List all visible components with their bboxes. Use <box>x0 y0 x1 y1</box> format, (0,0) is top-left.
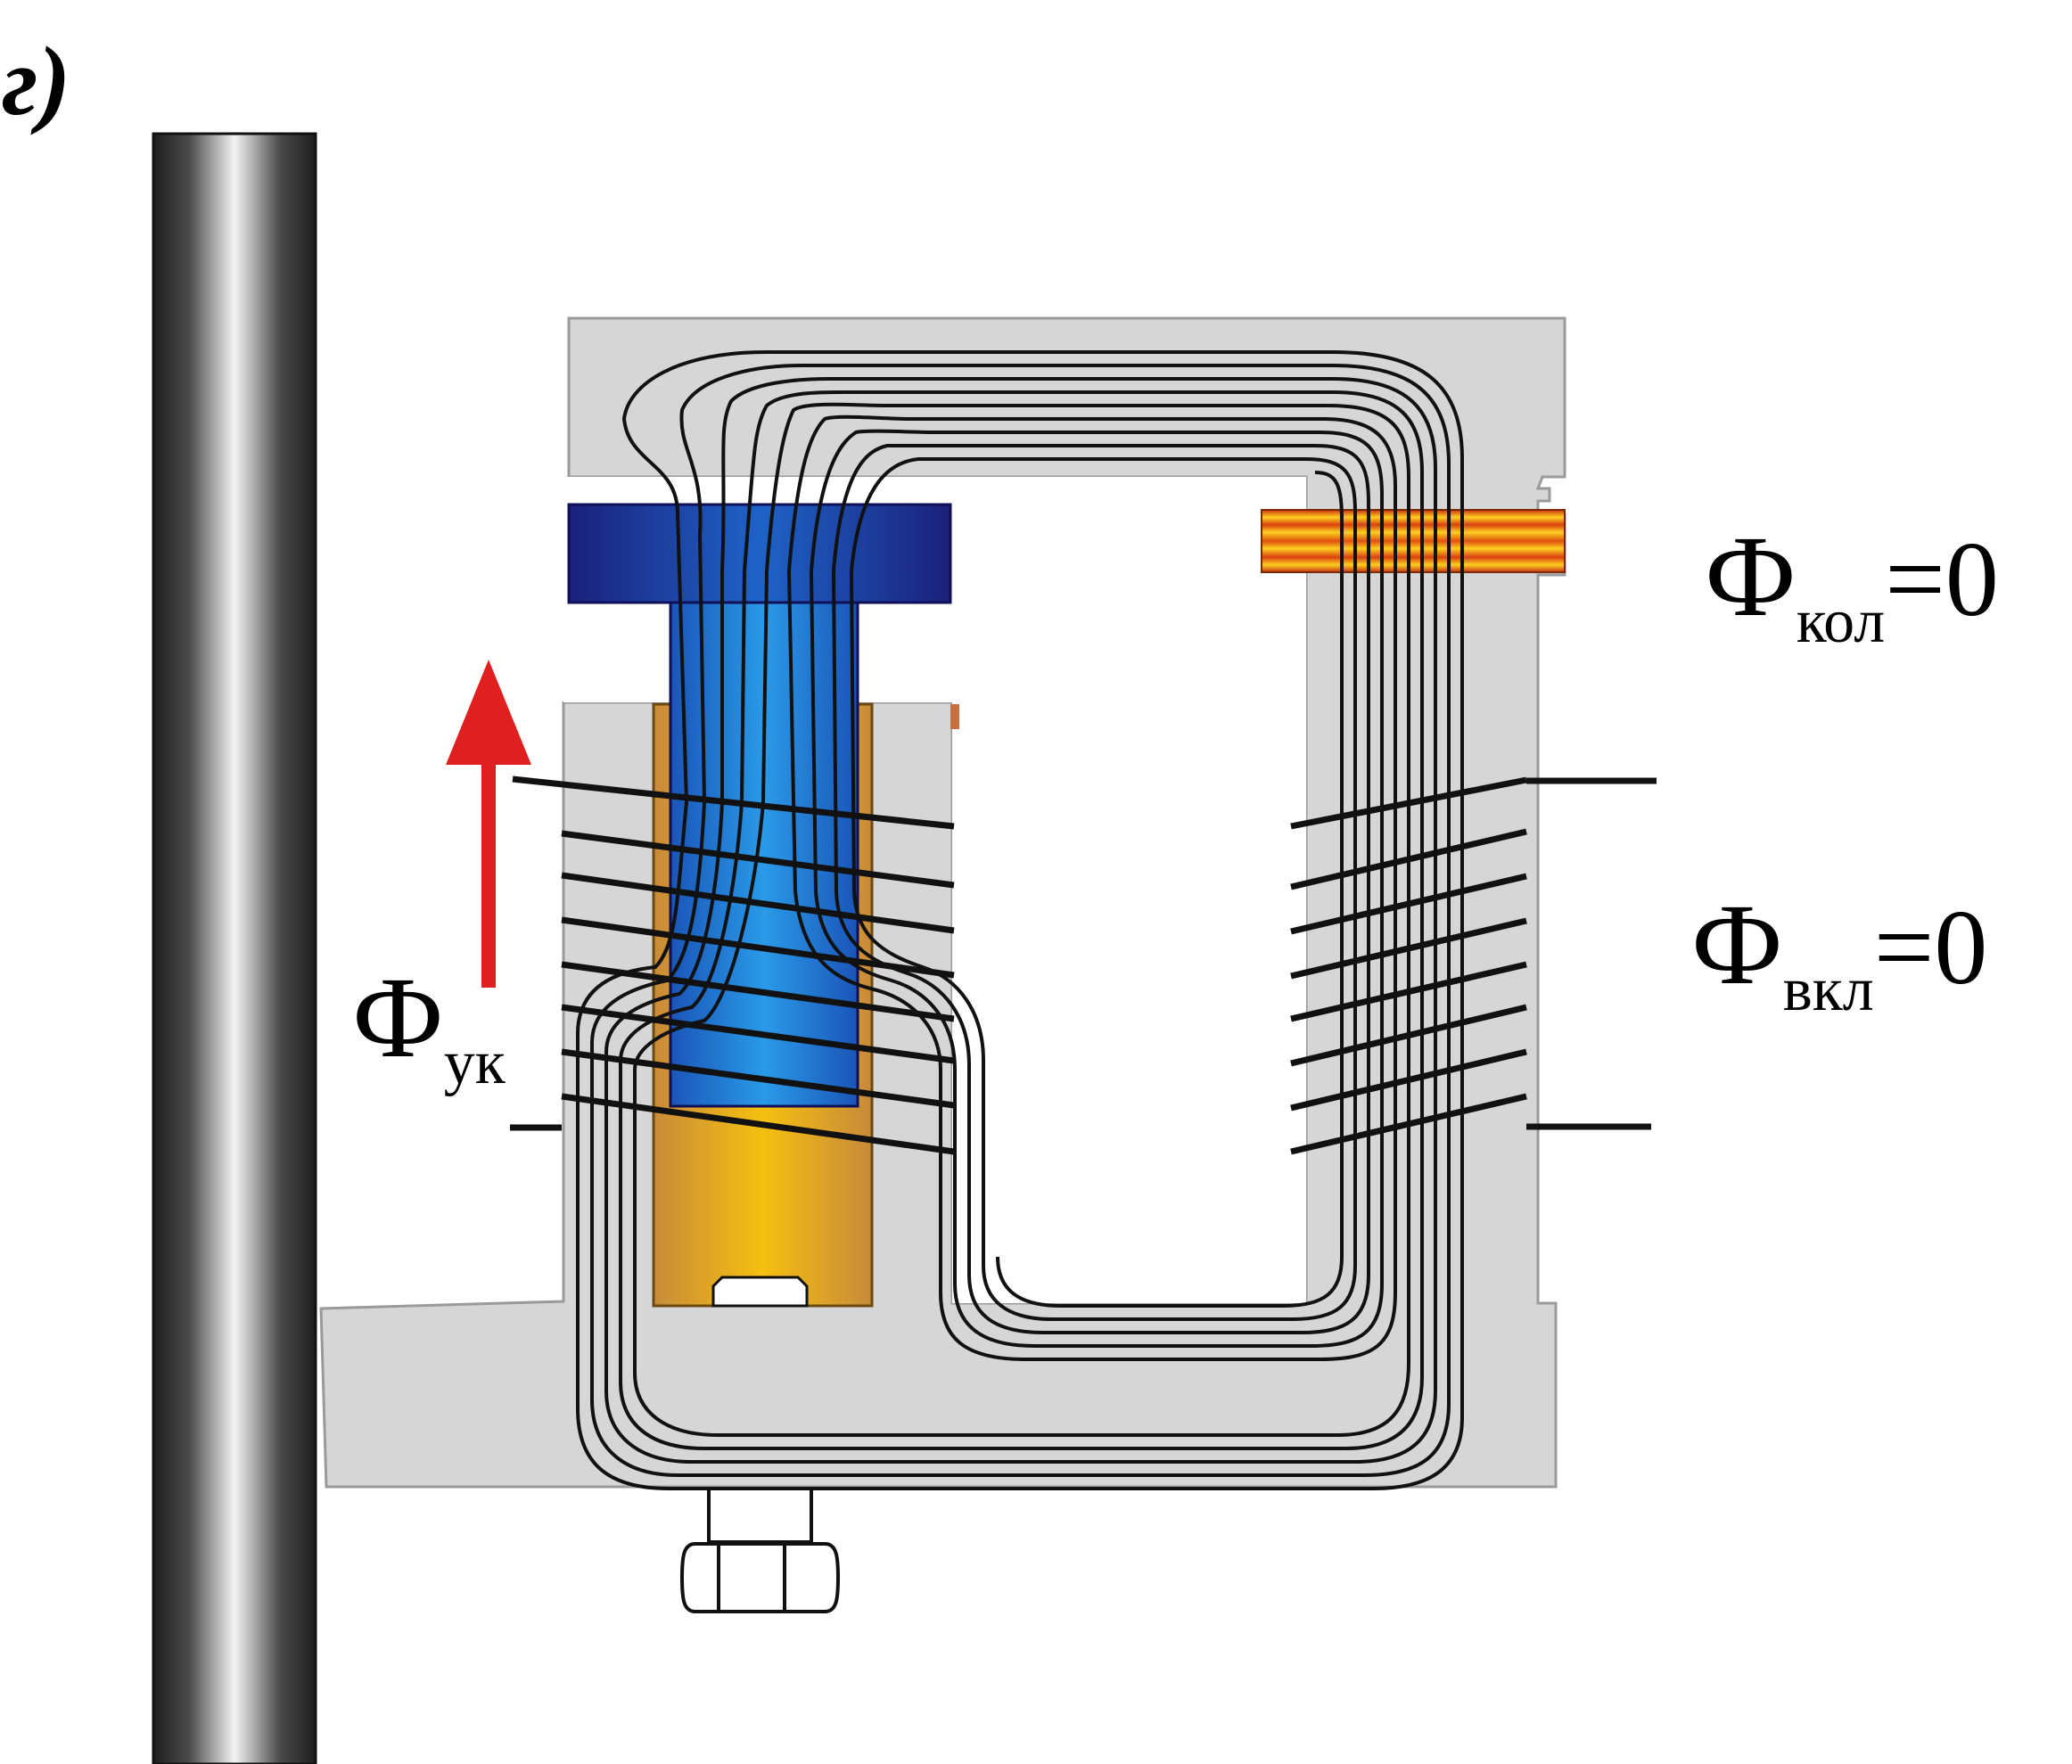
flux-lines <box>576 350 1464 1490</box>
vertical-rod <box>152 132 317 1764</box>
flux-label-uk: Фук <box>352 954 506 1097</box>
flux-vkl-subscript: вкл <box>1783 956 1874 1024</box>
winding-turn <box>561 830 955 889</box>
nut-body <box>679 1542 841 1613</box>
flux-line <box>810 429 1384 1348</box>
winding-turn <box>561 1093 955 1155</box>
bottom-nut <box>679 1487 841 1613</box>
flux-line <box>619 390 1424 1450</box>
panel-label: г) <box>2 27 70 135</box>
right-coil-winding <box>1290 776 1657 1155</box>
winding-turn <box>561 872 955 934</box>
winding-turn <box>1290 917 1527 980</box>
winding-turn <box>1290 961 1527 1022</box>
flux-line <box>633 402 1410 1437</box>
core-window <box>952 477 1306 1303</box>
flux-label-kol: Фкол=0 <box>1705 513 1999 656</box>
shorted-turn <box>1261 509 1566 573</box>
winding-turn <box>1290 1004 1527 1067</box>
nut-neck <box>707 1487 813 1544</box>
sleeve-bottom-slot <box>711 1276 809 1308</box>
flux-line <box>604 377 1437 1464</box>
armature-cap <box>567 503 952 604</box>
force-arrow-icon <box>446 660 531 988</box>
flux-line <box>832 443 1370 1334</box>
winding-turn <box>561 1004 955 1064</box>
winding-turn <box>1290 828 1527 890</box>
winding-turn <box>561 916 955 979</box>
flux-kol-symbol: Ф <box>1705 513 1797 641</box>
flux-kol-subscript: кол <box>1797 587 1885 656</box>
flux-line <box>787 414 1397 1361</box>
flux-vkl-suffix: =0 <box>1874 888 1988 1006</box>
flux-line <box>576 350 1464 1490</box>
winding-turn <box>1290 1048 1527 1112</box>
flux-line <box>996 471 1344 1308</box>
winding-turn <box>512 775 955 830</box>
winding-turn <box>1290 776 1527 830</box>
flux-kol-suffix: =0 <box>1885 520 1999 638</box>
winding-turn <box>561 1048 955 1109</box>
winding-turn <box>1290 873 1527 935</box>
arrow-shaft <box>481 758 496 988</box>
copper-mark <box>950 704 959 729</box>
flux-uk-symbol: Ф <box>352 954 444 1082</box>
arrow-head <box>446 660 531 765</box>
left-coil-winding <box>510 775 955 1155</box>
flux-vkl-symbol: Ф <box>1691 881 1783 1009</box>
flux-uk-subscript: ук <box>444 1029 506 1097</box>
flux-label-vkl: Фвкл=0 <box>1691 881 1987 1024</box>
winding-turn <box>1290 1093 1527 1155</box>
winding-turn <box>561 961 955 1022</box>
